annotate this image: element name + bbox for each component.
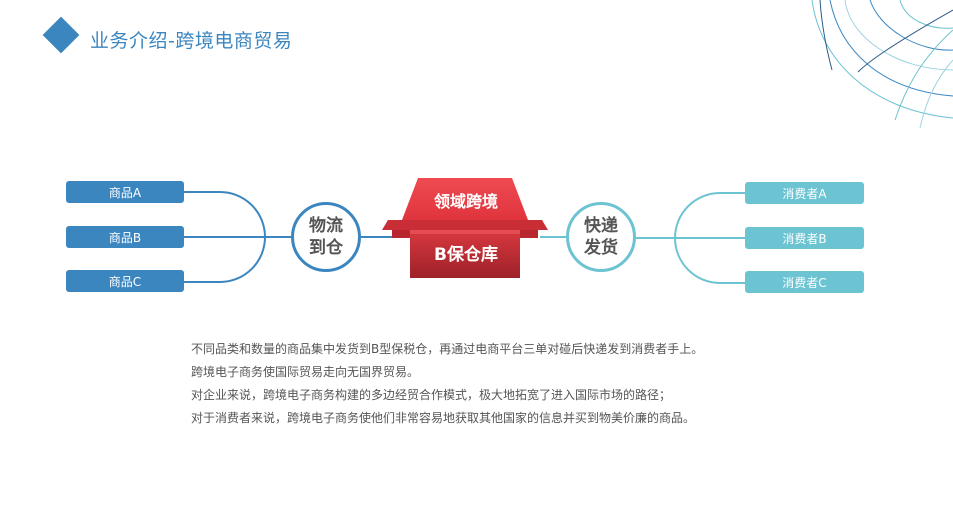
logistics-node-line2: 到仓 [309, 238, 343, 258]
bonded-warehouse-icon [382, 178, 548, 278]
consumer-b-label: 消费者B [745, 227, 864, 249]
delivery-node-line2: 发货 [584, 238, 618, 258]
consumer-a-label: 消费者A [745, 182, 864, 204]
goods-b-label: 商品B [66, 226, 184, 248]
decorative-swirl-icon [811, 0, 953, 129]
logistics-to-warehouse-node: 物流 到仓 [291, 202, 361, 272]
goods-a-label: 商品A [66, 181, 184, 203]
cross-border-label: 领域跨境 [433, 192, 498, 211]
express-delivery-node: 快递 发货 [566, 202, 636, 272]
description-line: 对企业来说，跨境电子商务构建的多边经贸合作模式，极大地拓宽了进入国际市场的路径； [191, 388, 672, 402]
bonded-warehouse-label: B保仓库 [434, 245, 498, 265]
page-title: 业务介绍-跨境电商贸易 [90, 30, 293, 52]
goods-c-label: 商品C [66, 270, 184, 292]
description-line: 对于消费者来说，跨境电子商务使他们非常容易地获取其他国家的信息并买到物美价廉的商… [191, 411, 696, 425]
consumer-c-label: 消费者C [745, 271, 864, 293]
description-line: 跨境电子商务使国际贸易走向无国界贸易。 [191, 365, 420, 379]
delivery-node-line1: 快递 [584, 216, 618, 236]
description-line: 不同品类和数量的商品集中发货到B型保税仓，再通过电商平台三单对碰后快递发到消费者… [191, 342, 704, 356]
logistics-node-line1: 物流 [309, 216, 343, 236]
description-block: 不同品类和数量的商品集中发货到B型保税仓，再通过电商平台三单对碰后快递发到消费者… [191, 338, 703, 430]
